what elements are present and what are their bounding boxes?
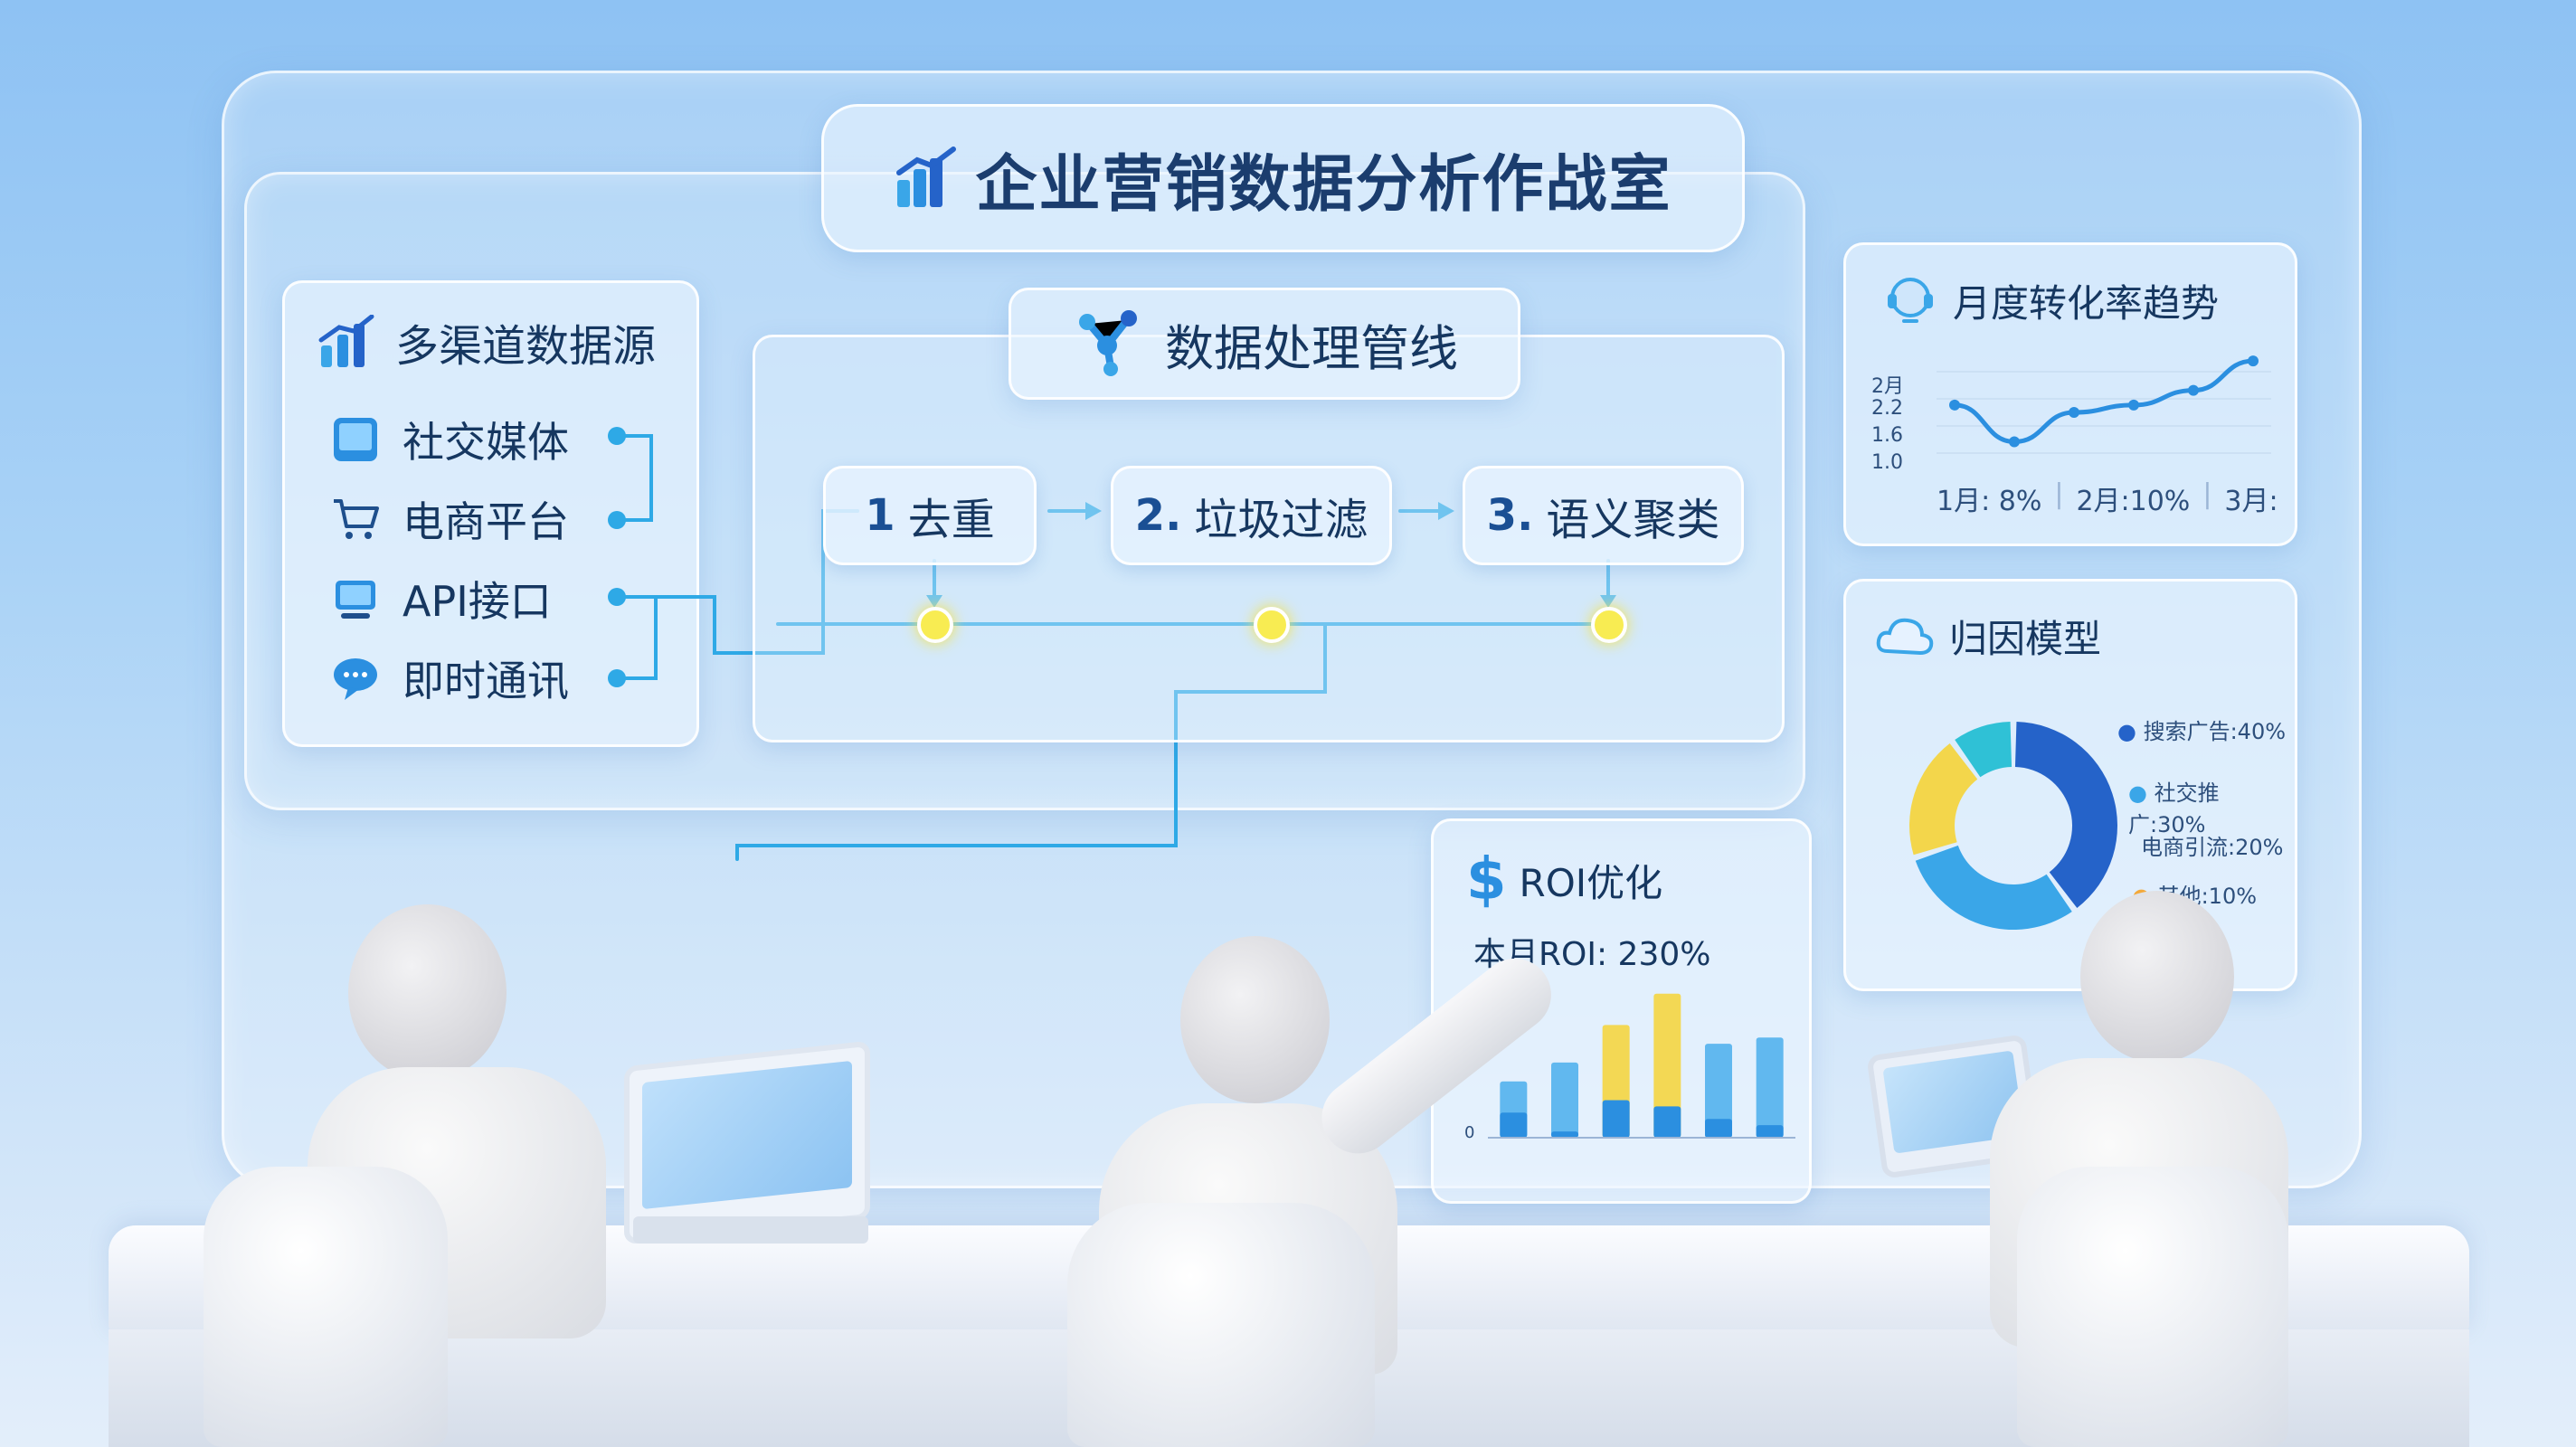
data-point xyxy=(2248,355,2259,367)
conversion-line-chart xyxy=(1937,355,2271,454)
bar xyxy=(1602,1100,1630,1138)
y-tick: 1.0 xyxy=(1871,451,1903,474)
cart-icon xyxy=(334,499,379,539)
y-tick: 2月 xyxy=(1871,375,1904,398)
chair xyxy=(1067,1203,1375,1447)
attribution-donut-chart xyxy=(1909,722,2117,930)
pie-slice xyxy=(2014,722,2117,908)
summary-item: 2月:10% xyxy=(2076,486,2191,517)
person-head xyxy=(2080,891,2234,1063)
pipeline-node xyxy=(917,607,953,643)
bar xyxy=(1705,1119,1732,1138)
data-point xyxy=(2009,436,2020,448)
step-number: 2. xyxy=(1134,490,1182,541)
source-item-im[interactable]: 即时通讯 xyxy=(330,648,569,708)
y-tick: 1.6 xyxy=(1871,424,1903,447)
monitor-icon xyxy=(336,581,375,619)
pie-slice xyxy=(1909,743,1978,856)
pipeline-title: 数据处理管线 xyxy=(1165,319,1458,377)
roi-title: ROI优化 xyxy=(1519,860,1663,905)
cloud-icon xyxy=(1876,618,1934,655)
laptop xyxy=(624,1040,870,1245)
laptop-base xyxy=(633,1216,868,1244)
chair xyxy=(204,1167,448,1447)
bar-chart-icon xyxy=(318,315,374,367)
bar xyxy=(1653,993,1681,1138)
pipeline-step-spam-filter[interactable]: 2.垃圾过滤 xyxy=(1111,466,1392,565)
chair xyxy=(2017,1167,2288,1447)
step-label: 语义聚类 xyxy=(1546,495,1720,545)
bar xyxy=(1756,1125,1784,1138)
data-point xyxy=(1949,399,1960,411)
pipeline-node xyxy=(1254,607,1290,643)
roi-bar-chart xyxy=(1488,993,1795,1139)
page-title: 企业营销数据分析作战室 xyxy=(975,148,1672,221)
y-tick: 2.2 xyxy=(1871,397,1903,420)
source-item-label: API接口 xyxy=(402,577,552,626)
series-line xyxy=(1952,358,2256,445)
step-label: 垃圾过滤 xyxy=(1194,495,1368,545)
source-item-label: 即时通讯 xyxy=(402,657,569,705)
step-number: 3. xyxy=(1486,490,1534,541)
conversion-title: 月度转化率趋势 xyxy=(1953,280,2220,326)
person-head xyxy=(1180,936,1330,1103)
chat-icon xyxy=(334,658,377,700)
source-item-social[interactable]: 社交媒体 xyxy=(330,410,569,469)
source-item-ecommerce[interactable]: 电商平台 xyxy=(330,489,569,549)
headset-icon xyxy=(1888,278,1933,323)
data-point xyxy=(2128,399,2139,411)
sources-title: 多渠道数据源 xyxy=(395,321,657,372)
pie-slice xyxy=(1955,722,2012,778)
data-point xyxy=(2188,384,2199,396)
summary-item: 1月: 8% xyxy=(1937,486,2042,517)
pipeline-node xyxy=(1591,607,1627,643)
summary-item: 3月: xyxy=(2224,486,2278,517)
conversion-summary: 1月: 8%| 2月:10%| 3月: xyxy=(1937,478,2278,517)
pipeline-title-box: 数据处理管线 xyxy=(1009,288,1520,400)
legend-item: ● 社交推广:30% xyxy=(2128,780,2220,837)
bar xyxy=(1705,1044,1732,1138)
network-icon xyxy=(1079,310,1137,376)
source-item-label: 社交媒体 xyxy=(402,418,569,467)
bar xyxy=(1551,1131,1578,1138)
bar xyxy=(1551,1062,1578,1138)
bar-chart-icon xyxy=(896,147,957,207)
attribution-card: 归因模型 ● 搜索广告:40% ● 社交推广:30% 电商引流:20% ● 其他… xyxy=(1843,579,2297,991)
bar xyxy=(1756,1037,1784,1138)
source-item-label: 电商平台 xyxy=(402,497,569,546)
legend-item: ● 搜索广告:40% xyxy=(2117,719,2287,744)
bar xyxy=(1653,1106,1681,1138)
tablet-icon xyxy=(334,418,377,461)
attribution-title: 归因模型 xyxy=(1949,617,2102,661)
data-point xyxy=(2069,407,2079,418)
step-number: 1 xyxy=(865,490,895,541)
bar xyxy=(1500,1112,1528,1138)
step-label: 去重 xyxy=(907,495,995,545)
legend-item: 电商引流:20% xyxy=(2141,835,2284,860)
source-item-api[interactable]: API接口 xyxy=(330,569,552,629)
dollar-icon: $ xyxy=(1466,846,1507,913)
sources-panel: 多渠道数据源 社交媒体 电商平台 API接口 即时通讯 xyxy=(282,280,699,747)
person-head xyxy=(348,904,507,1081)
title-bar: 企业营销数据分析作战室 xyxy=(821,104,1745,252)
y-tick: 0 xyxy=(1464,1123,1475,1142)
pie-slice xyxy=(1915,845,2072,930)
conversion-card: 月度转化率趋势 2月 2.2 1.6 1.0 1月: 8%| 2月:10%| 3… xyxy=(1843,242,2297,546)
roi-card: $ ROI优化 本月ROI: 230% 150 0 xyxy=(1431,818,1812,1204)
pipeline-step-semantic-cluster[interactable]: 3.语义聚类 xyxy=(1463,466,1744,565)
